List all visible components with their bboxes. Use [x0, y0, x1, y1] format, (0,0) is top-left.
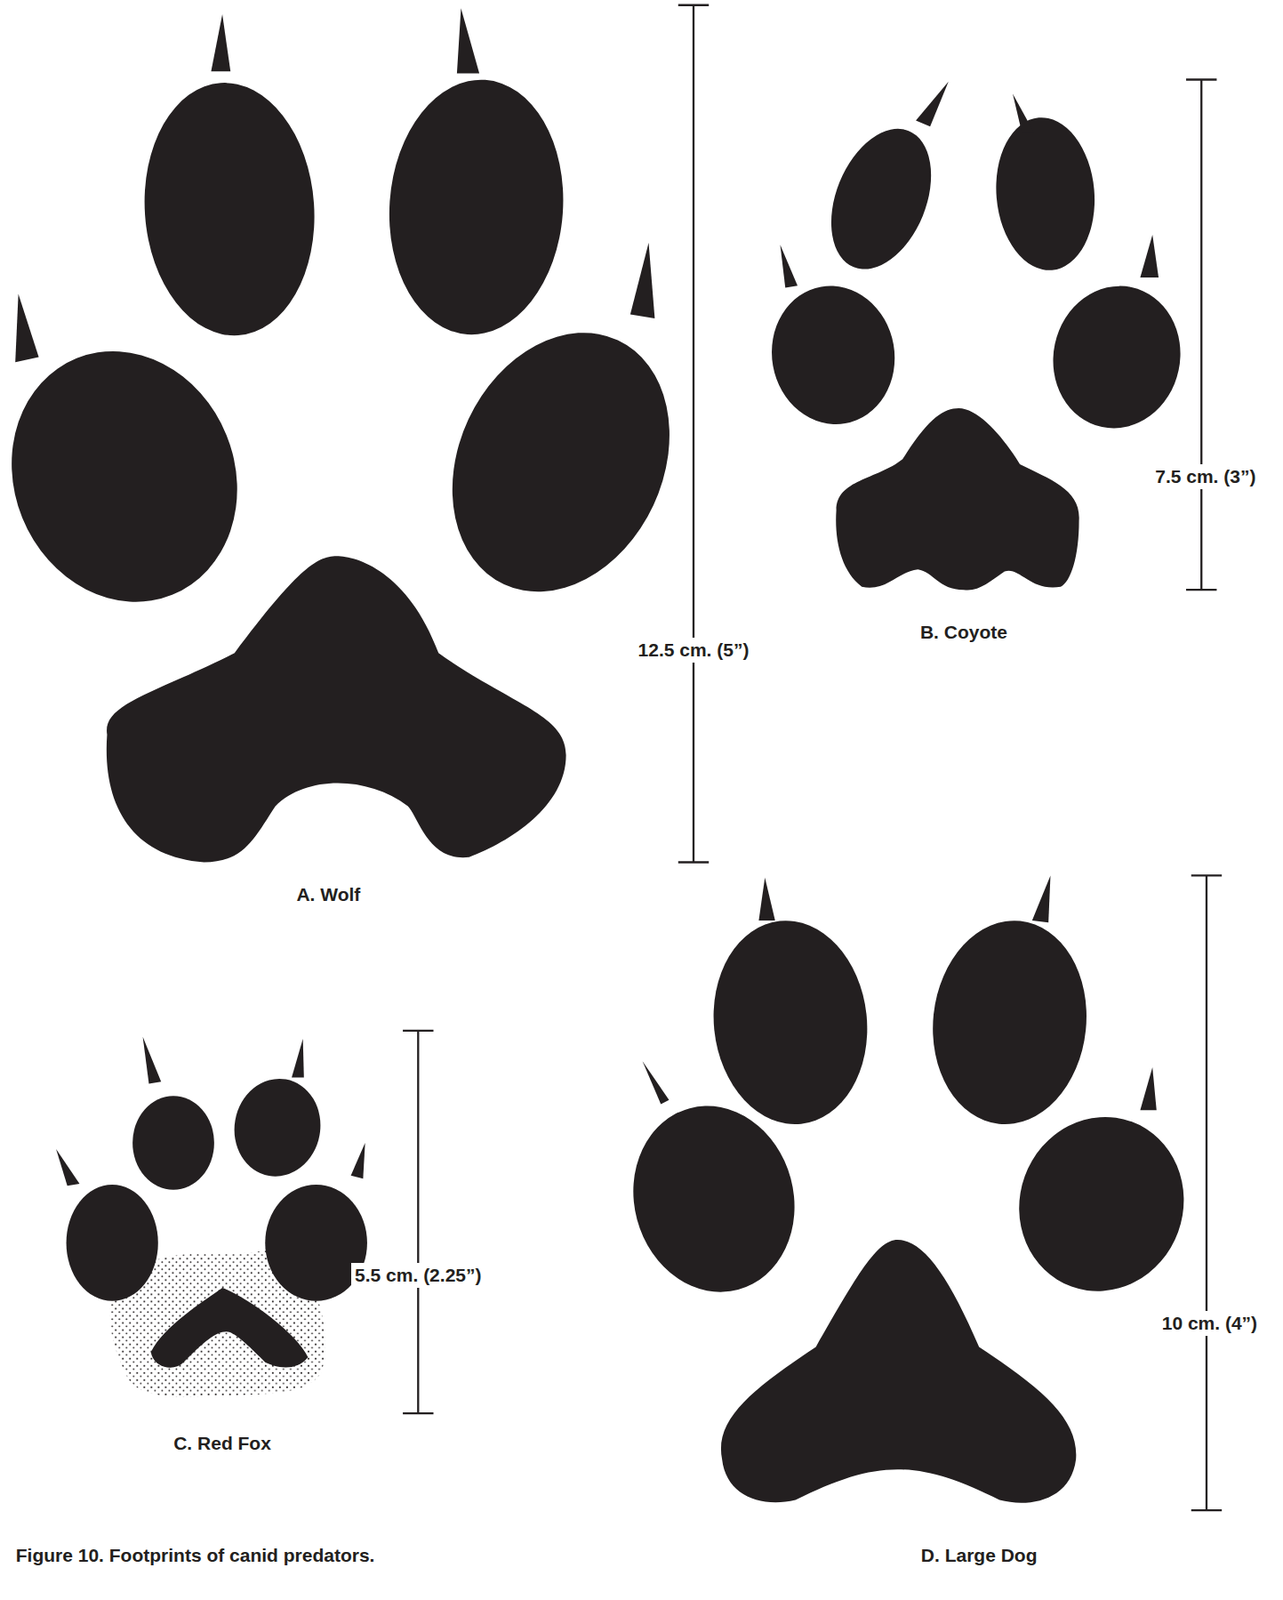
scale-bars — [402, 5, 1222, 1510]
print-label: A. Wolf — [292, 882, 364, 907]
wolf-print — [0, 8, 711, 862]
print-label: C. Red Fox — [169, 1430, 275, 1456]
coyote-print — [761, 81, 1194, 591]
dimension-label: 7.5 cm. (3”) — [1151, 464, 1259, 490]
large-dog-print — [612, 874, 1209, 1502]
dimension-label: 5.5 cm. (2.25”) — [351, 1262, 485, 1288]
dimension-label: 10 cm. (4”) — [1158, 1310, 1261, 1336]
dimension-label: 12.5 cm. (5”) — [634, 637, 754, 663]
print-label: B. Coyote — [916, 619, 1011, 645]
print-label: D. Large Dog — [917, 1542, 1042, 1568]
red-fox-print — [56, 1036, 368, 1397]
figure-caption: Figure 10. Footprints of canid predators… — [12, 1542, 379, 1568]
